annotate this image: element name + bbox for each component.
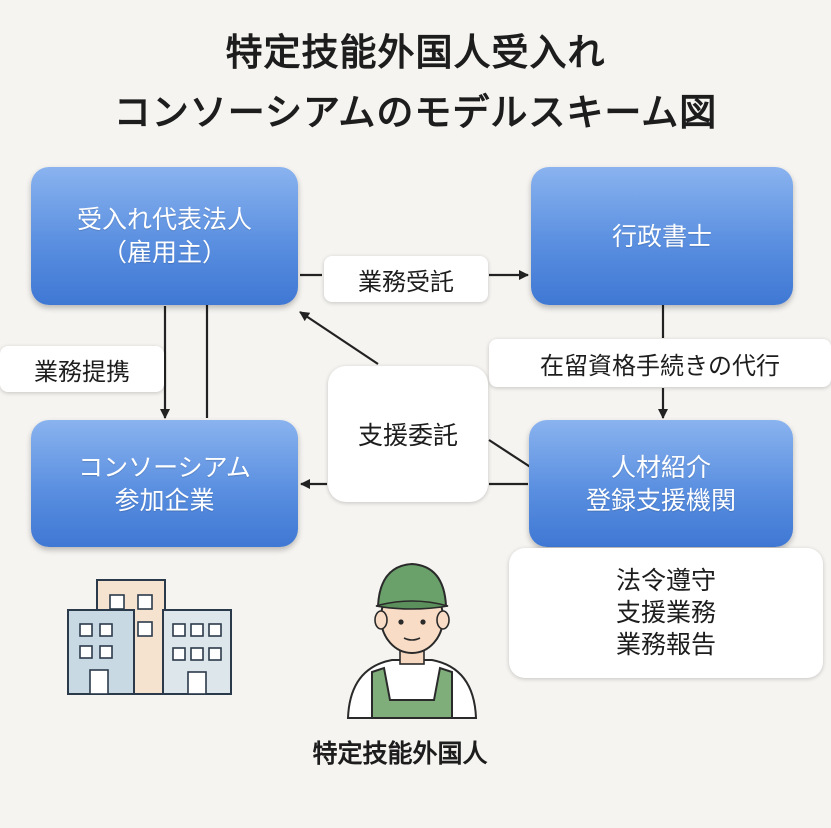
duty-item: 法令遵守 — [615, 566, 716, 595]
node-support-org: 人材紹介 登録支援機関 — [529, 420, 793, 547]
node-employer: 受入れ代表法人 （雇用主） — [31, 167, 298, 305]
node-companies: コンソーシアム 参加企業 — [31, 420, 298, 547]
node-scrivener: 行政書士 — [531, 167, 793, 305]
node-employer-line2: （雇用主） — [101, 238, 227, 267]
node-companies-line2: 参加企業 — [114, 485, 215, 515]
arrow-support-to-employer — [299, 311, 379, 365]
node-scrivener-line1: 行政書士 — [611, 221, 712, 251]
node-companies-line1: コンソーシアム — [78, 452, 251, 482]
edge-label-shien-itaku: 支援委託 — [328, 366, 488, 502]
duty-item: 支援業務 — [615, 598, 716, 627]
worker-icon — [346, 562, 478, 719]
worker-label: 特定技能外国人 — [312, 739, 488, 768]
page-title-line2: コンソーシアムのモデルスキーム図 — [113, 91, 718, 134]
arrow-support-to-employer-tail — [488, 439, 536, 471]
edge-label-gyomu-jutaku: 業務受託 — [324, 256, 488, 302]
duty-item: 業務報告 — [615, 630, 716, 659]
node-employer-line1: 受入れ代表法人 — [76, 205, 252, 234]
page-title-line1: 特定技能外国人受入れ — [225, 31, 606, 74]
buildings-icon — [67, 579, 232, 695]
node-support-org-line1: 人材紹介 — [610, 452, 711, 482]
node-support-org-line2: 登録支援機関 — [585, 485, 736, 515]
edge-label-zairyu: 在留資格手続きの代行 — [489, 339, 831, 387]
duties-list: 法令遵守 支援業務 業務報告 — [509, 548, 823, 678]
edge-label-gyomu-teikei: 業務提携 — [0, 346, 164, 392]
